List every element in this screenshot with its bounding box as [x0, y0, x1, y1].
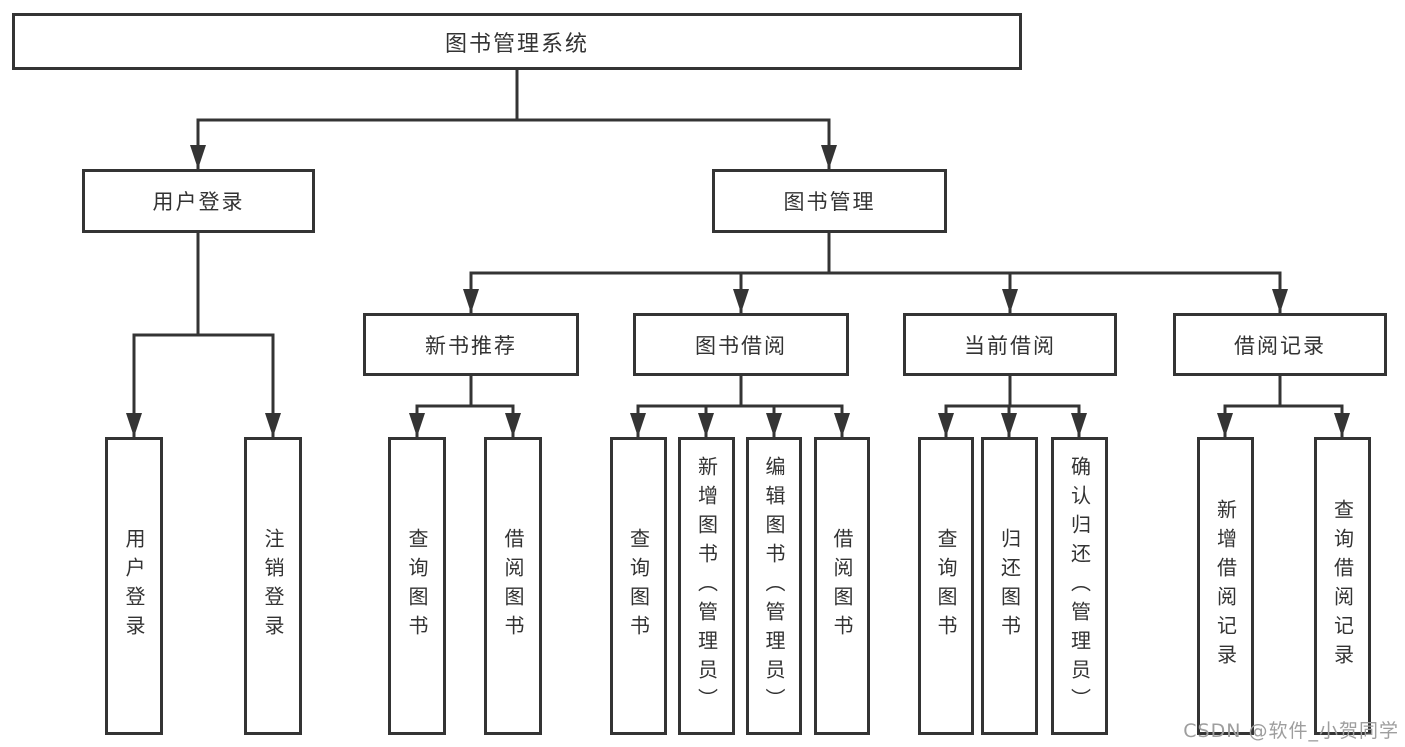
arrowhead-icon [463, 289, 479, 313]
arrowhead-icon [1217, 413, 1233, 437]
node-borrowing-records: 借阅记录 [1173, 313, 1387, 376]
leaf-query-books: 查询图书 [610, 437, 667, 735]
leaf-user-login: 用户登录 [105, 437, 163, 735]
leaf-add-borrow-record: 新增借阅记录 [1197, 437, 1254, 735]
leaf-add-books-admin: 新增图书（管理员） [678, 437, 735, 735]
arrowhead-icon [409, 413, 425, 437]
leaf-logout: 注销登录 [244, 437, 302, 735]
leaf-query-books: 查询图书 [388, 437, 446, 735]
node-library-management-system: 图书管理系统 [12, 13, 1022, 70]
leaf-confirm-return-admin: 确认归还（管理员） [1051, 437, 1108, 735]
arrowhead-icon [1334, 413, 1350, 437]
leaf-edit-books-admin: 编辑图书（管理员） [746, 437, 802, 735]
connector-newbookrec-leaves [415, 376, 515, 437]
leaf-return-books: 归还图书 [981, 437, 1038, 735]
arrowhead-icon [265, 413, 281, 437]
connector-currentborrow-leaves [944, 376, 1081, 437]
node-new-book-recommendation: 新书推荐 [363, 313, 579, 376]
connector-borrowrecord-leaves [1223, 376, 1344, 437]
arrowhead-icon [834, 413, 850, 437]
connector-bookmgmt-level3 [469, 233, 1282, 313]
node-user-login: 用户登录 [82, 169, 315, 233]
connector-bookborrow-leaves [636, 376, 844, 437]
arrowhead-icon [505, 413, 521, 437]
arrowhead-icon [938, 413, 954, 437]
leaf-query-borrow-record: 查询借阅记录 [1314, 437, 1371, 735]
node-current-borrowing: 当前借阅 [903, 313, 1117, 376]
csdn-watermark: CSDN @软件_小贺同学 [1183, 720, 1399, 742]
arrowhead-icon [1071, 413, 1087, 437]
arrowhead-icon [1001, 413, 1017, 437]
node-book-management: 图书管理 [712, 169, 947, 233]
leaf-borrow-books: 借阅图书 [484, 437, 542, 735]
leaf-borrow-books: 借阅图书 [814, 437, 870, 735]
arrowhead-icon [126, 413, 142, 437]
arrowhead-icon [1002, 289, 1018, 313]
node-book-borrowing: 图书借阅 [633, 313, 849, 376]
arrowhead-icon [190, 145, 206, 169]
connector-root-level2 [196, 70, 831, 169]
arrowhead-icon [630, 413, 646, 437]
arrowhead-icon [766, 413, 782, 437]
connector-userlogin-leaves [132, 233, 275, 437]
arrowhead-icon [1272, 289, 1288, 313]
arrowhead-icon [698, 413, 714, 437]
arrowhead-icon [733, 289, 749, 313]
arrowhead-icon [821, 145, 837, 169]
leaf-query-books: 查询图书 [918, 437, 974, 735]
